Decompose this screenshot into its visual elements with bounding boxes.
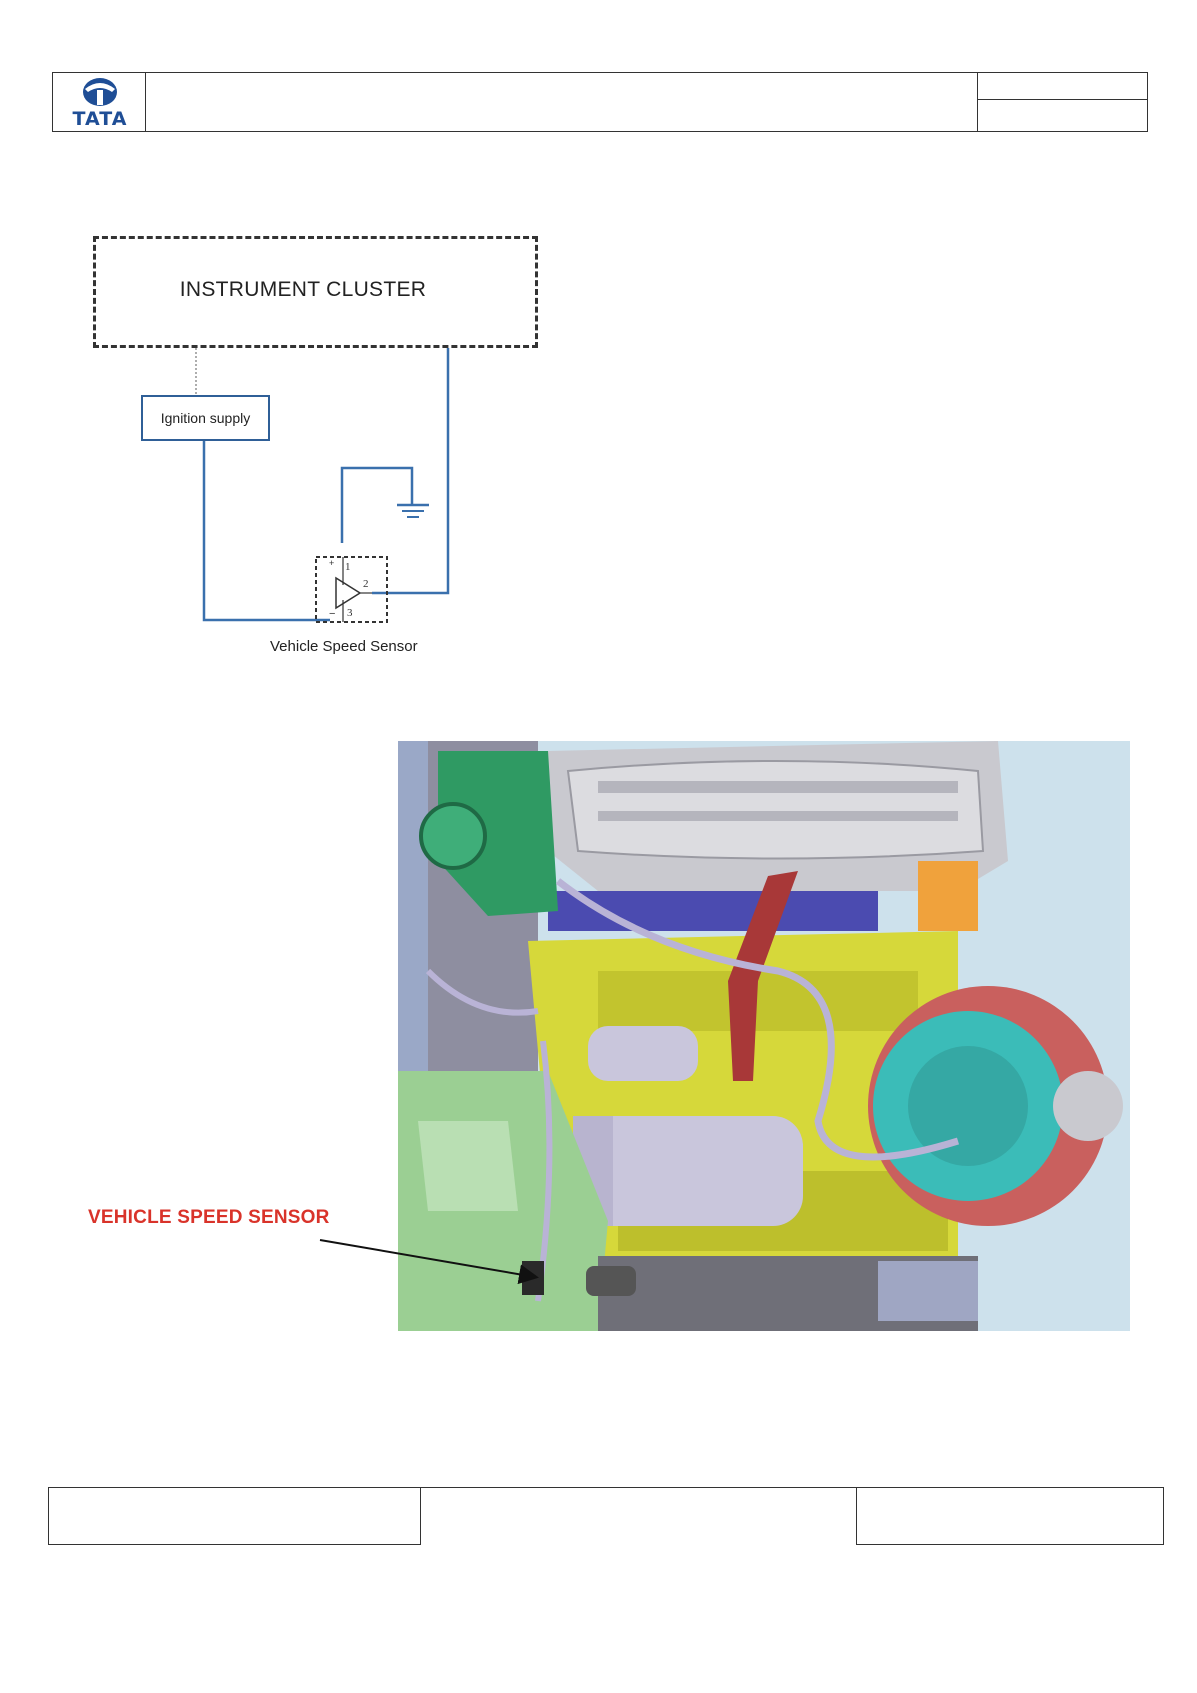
logo-wordmark: TATA <box>72 108 128 130</box>
header-table <box>52 72 1148 132</box>
svg-text:+: + <box>329 558 334 568</box>
footer-right-cell <box>856 1487 1164 1545</box>
header-right-divider <box>977 72 978 132</box>
header-right-split <box>977 99 1148 100</box>
engine-illustration <box>398 741 1130 1331</box>
pin-3-label: 3 <box>347 607 353 619</box>
pin-1-label: 1 <box>345 561 351 573</box>
vehicle-speed-sensor-label: Vehicle Speed Sensor <box>270 638 418 655</box>
wiring-lines: + − 1 2 3 <box>195 348 450 623</box>
ignition-supply-box: Ignition supply <box>141 395 270 441</box>
svg-text:−: − <box>329 608 335 620</box>
footer-middle-line <box>420 1487 857 1488</box>
engine-picture <box>398 741 1130 1331</box>
tata-logo-icon <box>83 78 117 106</box>
instrument-cluster-box <box>93 236 538 348</box>
vehicle-speed-sensor-callout: VEHICLE SPEED SENSOR <box>88 1207 330 1228</box>
pin-2-label: 2 <box>363 578 369 590</box>
footer-left-cell <box>48 1487 421 1545</box>
instrument-cluster-label: INSTRUMENT CLUSTER <box>179 278 427 301</box>
header-logo-cell: TATA <box>52 72 146 132</box>
